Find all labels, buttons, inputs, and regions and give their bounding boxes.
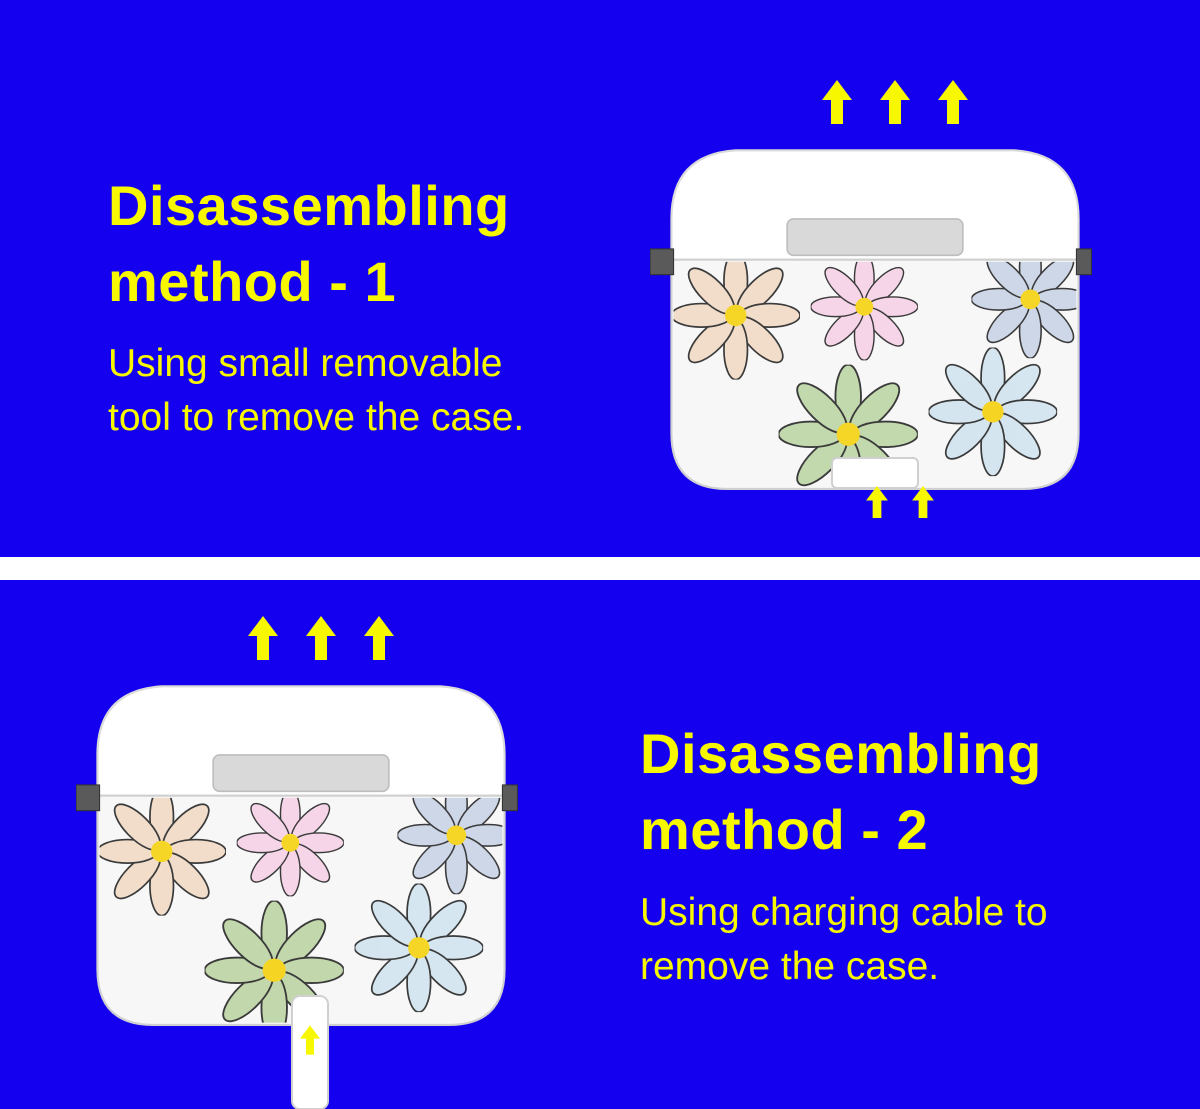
- up-arrow-icon: [822, 80, 852, 124]
- method-2-description-line-2: remove the case.: [640, 945, 940, 988]
- method-2-heading: Disassembling method - 2: [640, 716, 1042, 868]
- earbuds-case-illustration: [650, 150, 1091, 504]
- up-arrow-icon: [306, 616, 336, 660]
- panel-divider: [0, 557, 1200, 580]
- method-2-description: Using charging cable to remove the case.: [640, 886, 1048, 994]
- lid-up-arrows: [248, 616, 394, 660]
- method-1-description: Using small removable tool to remove the …: [108, 337, 524, 445]
- method-2-heading-line-1: Disassembling: [640, 722, 1042, 785]
- method-2-description-line-1: Using charging cable to: [640, 891, 1048, 934]
- up-arrow-icon: [248, 616, 278, 660]
- method-1-heading-line-1: Disassembling: [108, 174, 510, 237]
- up-arrow-icon: [880, 80, 910, 124]
- method-1-description-line-1: Using small removable: [108, 342, 503, 385]
- removal-tool: [831, 457, 919, 489]
- tool-up-arrows: [866, 486, 934, 518]
- up-arrow-icon: [866, 486, 888, 518]
- method-1-heading: Disassembling method - 1: [108, 168, 510, 320]
- up-arrow-icon: [938, 80, 968, 124]
- method-2-illustration: [72, 616, 542, 1109]
- method-1-heading-line-2: method - 1: [108, 250, 397, 313]
- earbuds-case-illustration: [76, 686, 517, 1040]
- charging-cable: [291, 995, 329, 1109]
- up-arrow-icon: [912, 486, 934, 518]
- lid-up-arrows: [822, 80, 968, 124]
- method-1-description-line-2: tool to remove the case.: [108, 396, 525, 439]
- method-2-heading-line-2: method - 2: [640, 798, 929, 861]
- up-arrow-icon: [364, 616, 394, 660]
- method-1-illustration: [636, 80, 1106, 518]
